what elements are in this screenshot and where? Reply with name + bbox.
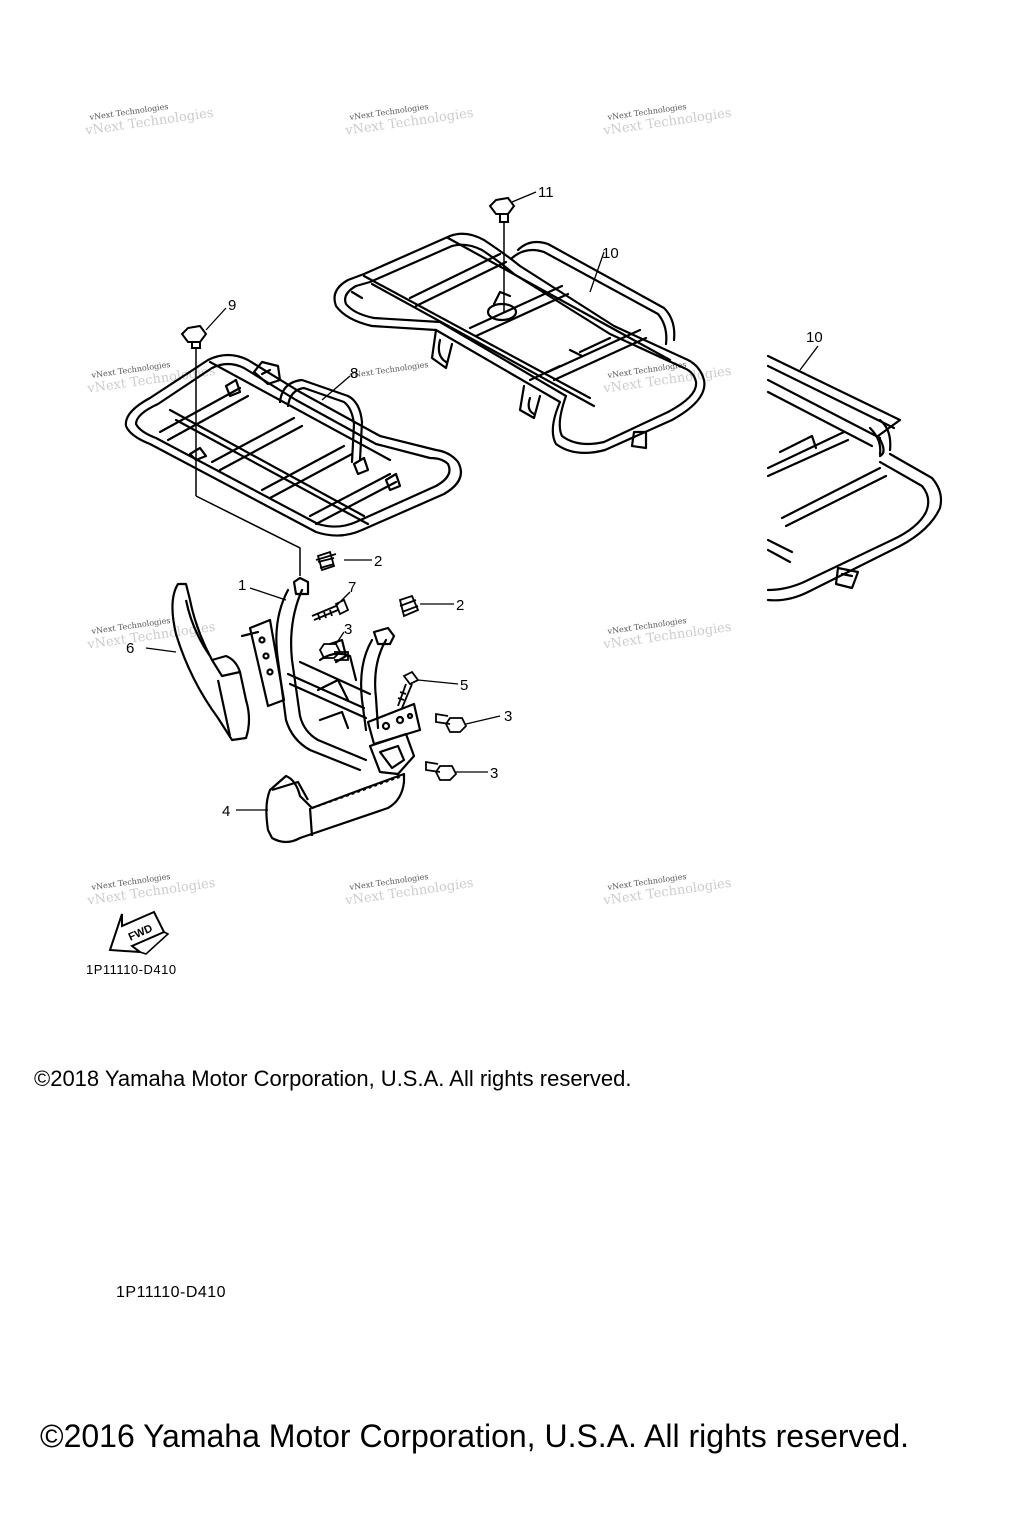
watermark: vNext Technologies xyxy=(348,360,429,380)
callout-2: 2 xyxy=(456,597,464,614)
copyright-notice: ©2016 Yamaha Motor Corporation, U.S.A. A… xyxy=(40,1418,910,1454)
callout-1: 1 xyxy=(238,577,246,594)
copyright-notice: ©2018 Yamaha Motor Corporation, U.S.A. A… xyxy=(34,1066,632,1091)
callout-4: 4 xyxy=(222,803,230,820)
grommet-2-upper xyxy=(315,550,337,572)
front-guard-assembly xyxy=(240,576,422,776)
watermarks: vNext Technologies vNext Technologies vN… xyxy=(83,102,732,909)
callout-3: 3 xyxy=(344,621,352,638)
bolt-3-c xyxy=(425,760,458,781)
callout-2: 2 xyxy=(374,553,382,570)
leader-lines xyxy=(145,191,819,811)
forward-direction-arrow: FWD xyxy=(108,910,170,955)
bolt-11 xyxy=(488,196,516,312)
callout-labels: 11 10 9 8 2 1 7 2 3 6 5 3 3 4 10 xyxy=(126,184,823,820)
front-carrier-rack xyxy=(124,353,462,537)
callout-10: 10 xyxy=(806,329,823,346)
bolt-3-b xyxy=(435,712,468,733)
bumper-pad-4 xyxy=(265,772,406,844)
drawing-code: 1P11110-D410 xyxy=(116,1284,227,1301)
callout-6: 6 xyxy=(126,640,134,657)
screw-5 xyxy=(397,670,420,709)
rear-rack-detail xyxy=(766,354,943,602)
callout-8: 8 xyxy=(350,365,358,382)
callout-7: 7 xyxy=(348,579,356,596)
bolt-9 xyxy=(180,324,301,576)
callout-3: 3 xyxy=(490,765,498,782)
callout-10: 10 xyxy=(602,245,619,262)
grommet-2-lower xyxy=(398,594,420,618)
drawing-code: 1P11110-D410 xyxy=(86,962,177,977)
callout-11: 11 xyxy=(538,184,554,201)
callout-5: 5 xyxy=(460,677,468,694)
rear-carrier-rack xyxy=(333,232,706,455)
screw-7 xyxy=(311,598,350,621)
callout-3: 3 xyxy=(504,708,512,725)
bumper-pad-6 xyxy=(171,582,251,742)
callout-9: 9 xyxy=(228,297,236,314)
